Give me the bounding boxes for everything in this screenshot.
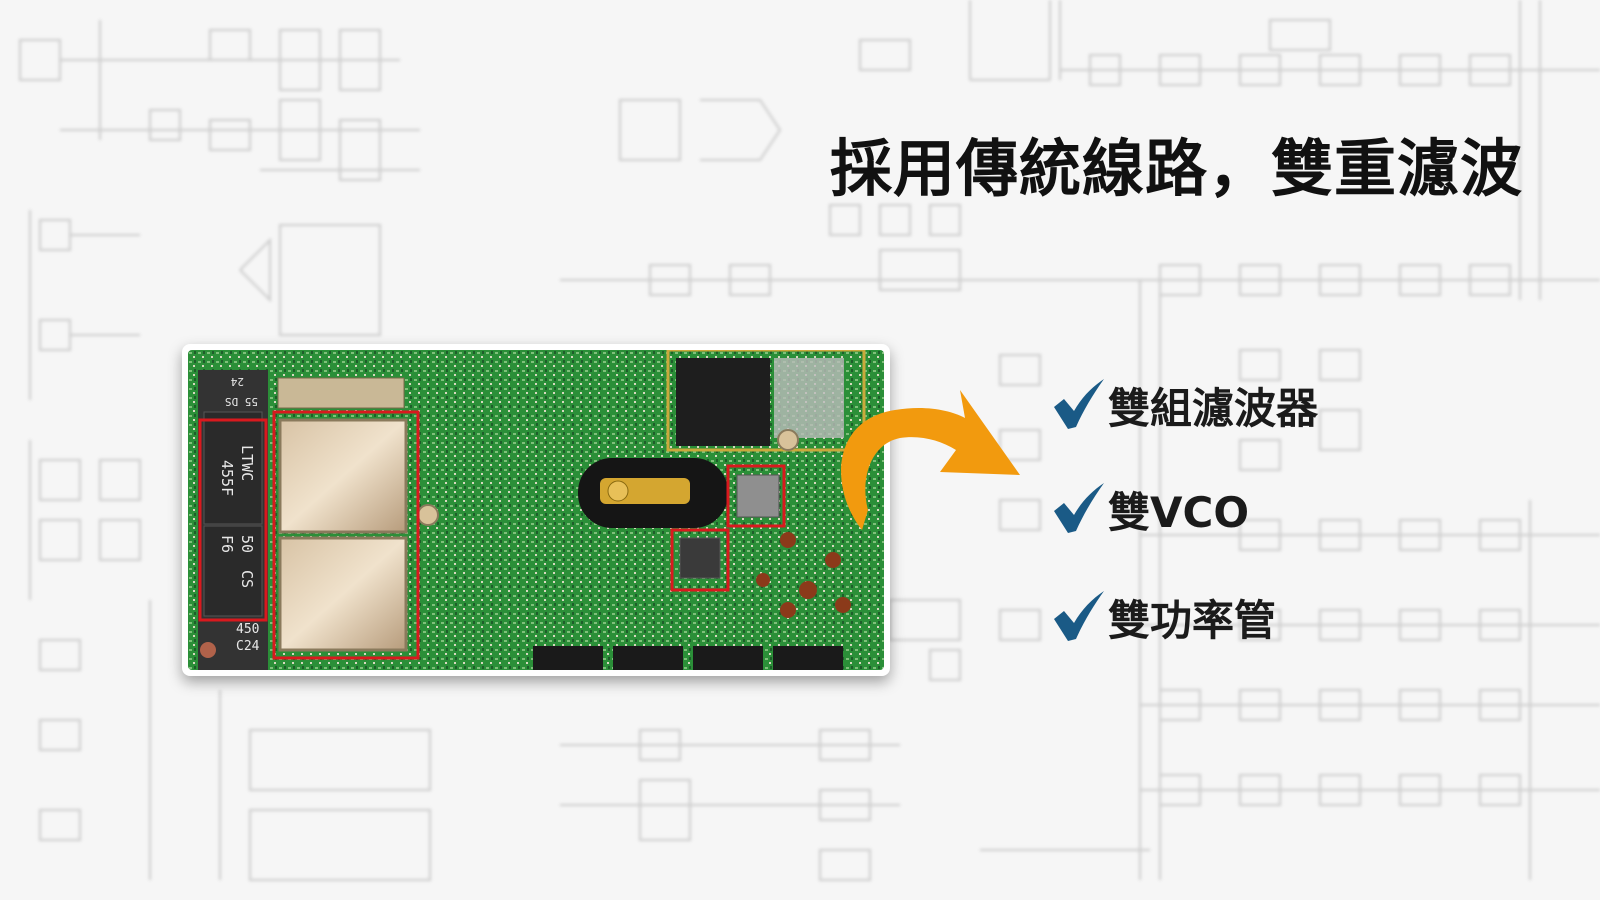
feature-label: 雙組濾波器: [1108, 383, 1319, 433]
circuit-board-photo: LTWC 455F 50 F6 CS 450 C24 24 55 DS: [182, 344, 890, 676]
highlight-box-shields: [272, 410, 420, 660]
highlight-box-vco-2: [670, 528, 730, 592]
chip-marking-450: 450: [236, 622, 259, 637]
shield-can-top: [278, 418, 408, 534]
chip-marking-cs: CS: [238, 570, 256, 588]
feature-label: 雙功率管: [1108, 595, 1277, 645]
shield-can-bottom: [278, 536, 408, 652]
orange-arrow-icon: [841, 390, 1020, 530]
chip-marking-455f: 455F: [218, 460, 236, 496]
chip-marking-50: 50: [238, 535, 256, 553]
connector-jack: [676, 358, 770, 446]
vco-chip-1: [736, 474, 780, 518]
highlight-box-vco-1: [726, 464, 786, 528]
chip-marking-c24: C24: [236, 639, 260, 654]
feature-item-dual-power-amp: 雙功率管: [1050, 587, 1276, 647]
vco-chip-2: [679, 537, 721, 579]
page-title: 採用傳統線路，雙重濾波: [830, 132, 1524, 205]
chip-marking-f6: F6: [218, 535, 236, 553]
chip-marking-ltwc: LTWC: [238, 445, 256, 481]
checkmark-icon: [1054, 483, 1104, 533]
checkmark-icon: [1054, 379, 1104, 429]
checkmark-icon: [1054, 591, 1104, 641]
feature-label: 雙VCO: [1108, 487, 1250, 537]
chip-marking-55ds: 55 DS: [225, 395, 258, 408]
chip-marking-24: 24: [230, 375, 244, 388]
feature-item-dual-filter: 雙組濾波器: [1050, 375, 1318, 435]
pcb-illustration: LTWC 455F 50 F6 CS 450 C24 24 55 DS: [188, 350, 884, 670]
feature-item-dual-vco: 雙VCO: [1050, 479, 1249, 539]
highlight-box-filters-left: [198, 418, 268, 622]
